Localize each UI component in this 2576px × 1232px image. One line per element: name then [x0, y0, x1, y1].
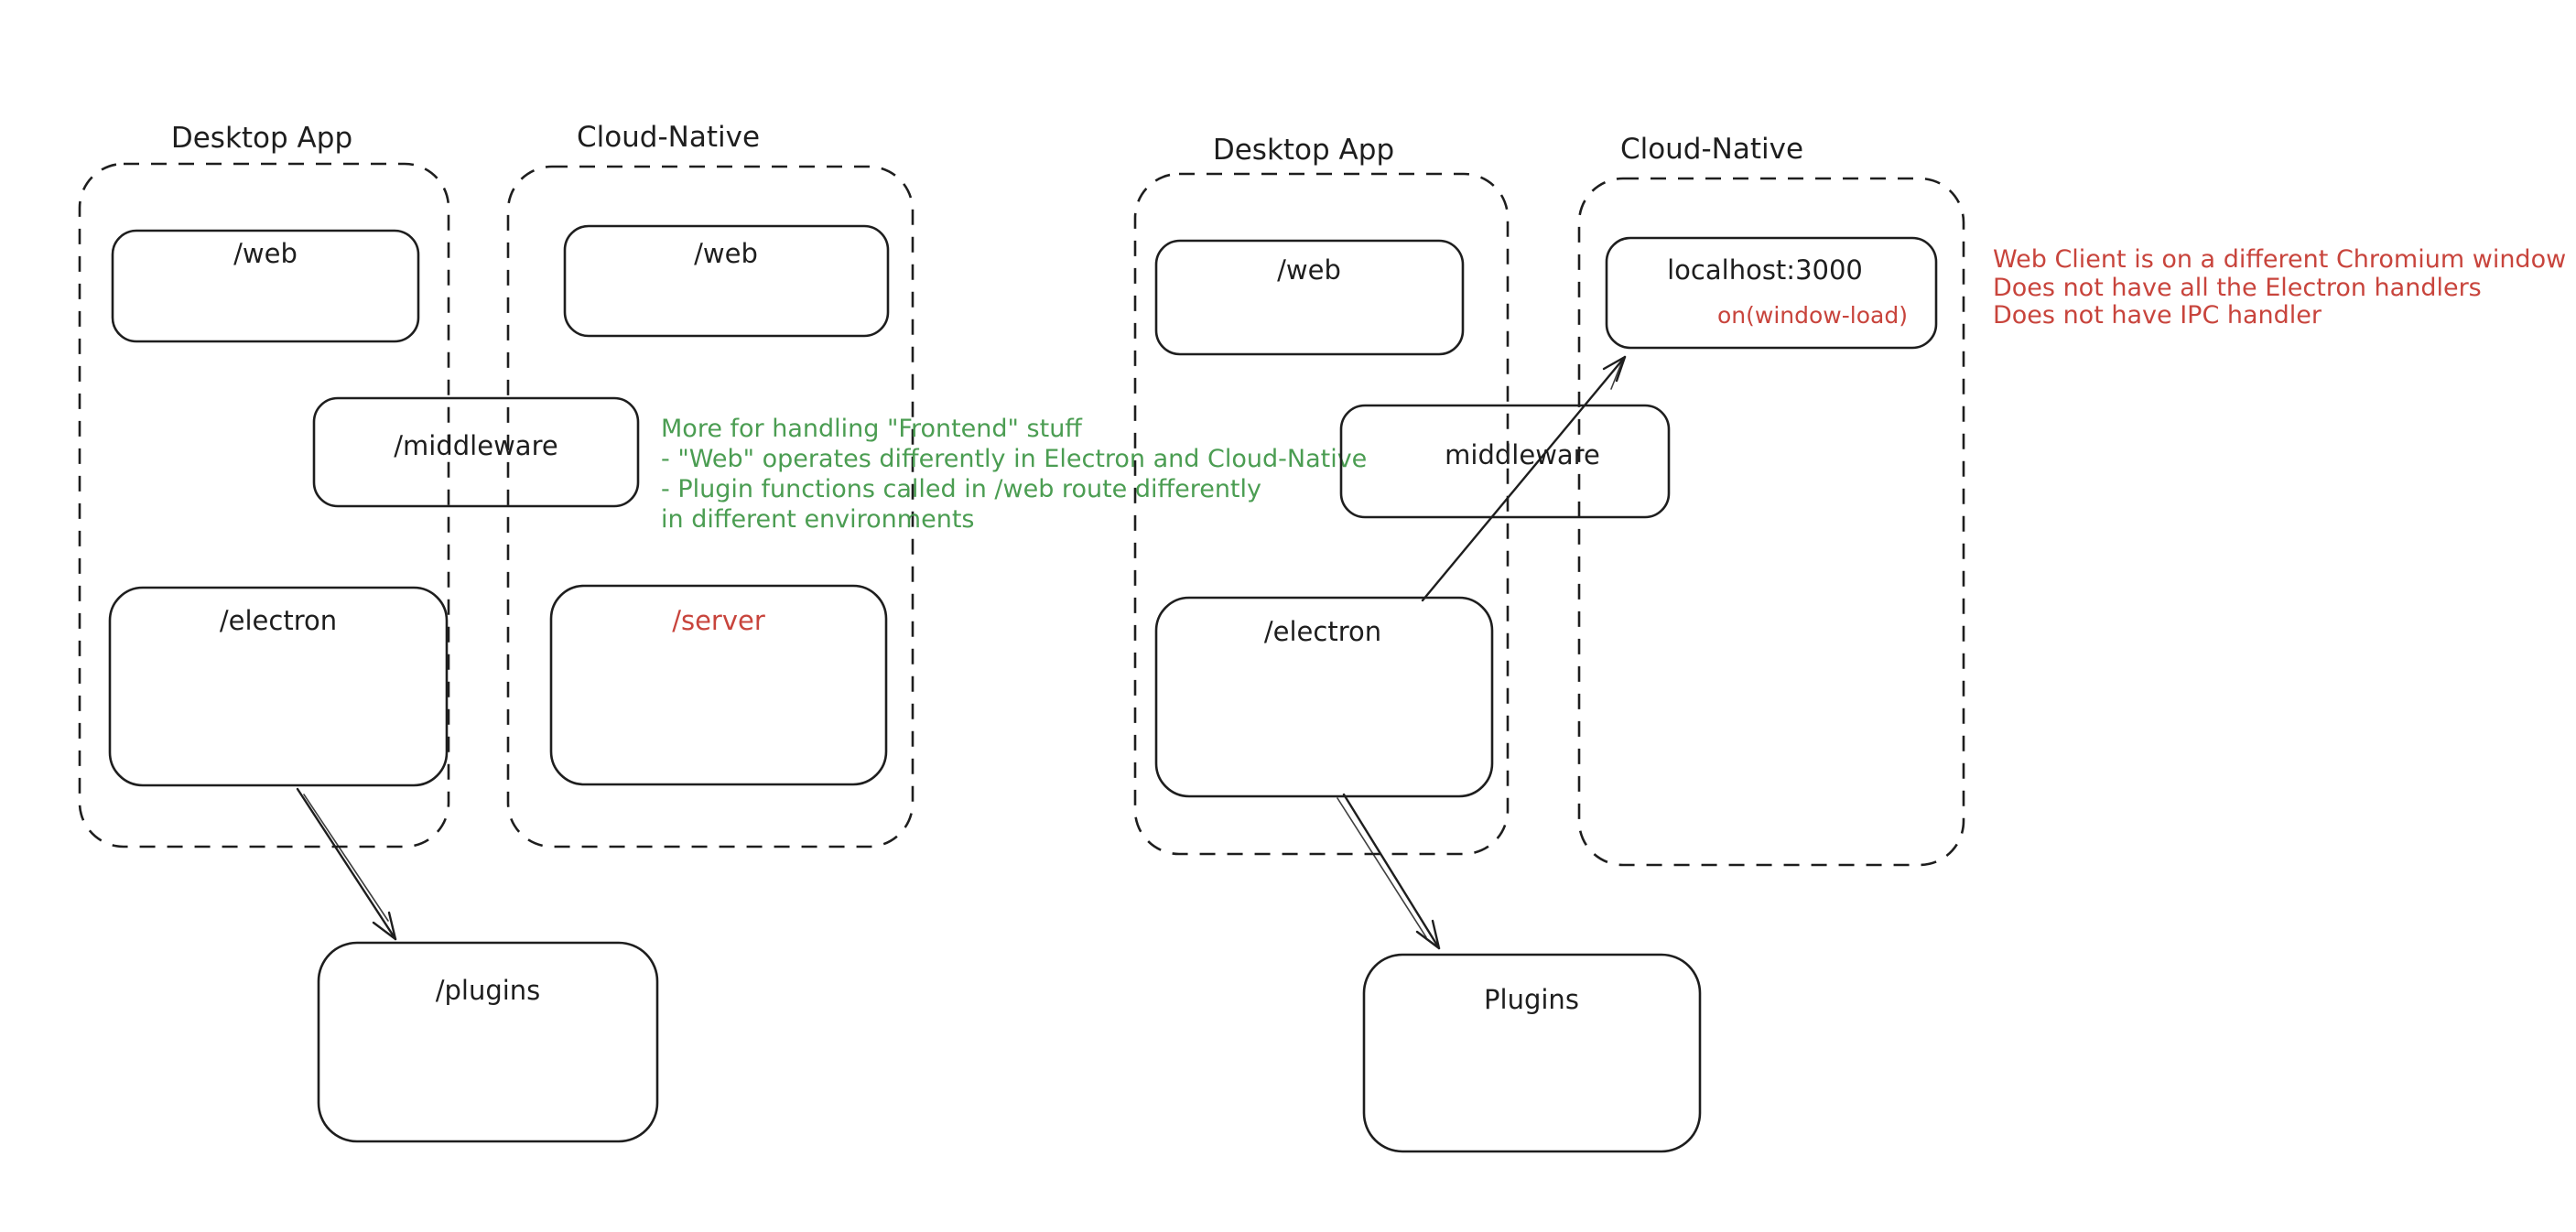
left-cloud-web-box [563, 224, 890, 338]
right-cloud-native-title: Cloud-Native [1620, 133, 1803, 166]
green-note-line-1: More for handling "Frontend" stuff [661, 415, 1083, 443]
green-note-line-4: in different environments [661, 505, 974, 534]
green-note-line-3: - Plugin functions called in /web route … [661, 475, 1261, 503]
red-note-line-2: Does not have all the Electron handlers [1993, 274, 2482, 302]
red-note-line-3: Does not have IPC handler [1993, 301, 2322, 330]
left-desktop-web-label: /web [233, 238, 298, 269]
right-red-note: Web Client is on a different Chromium wi… [1993, 245, 2566, 330]
left-cloud-native-title: Cloud-Native [577, 121, 760, 154]
right-arrow-electron-to-localhost [1421, 355, 1627, 602]
left-electron-label: /electron [220, 605, 337, 636]
right-desktop-web-box [1154, 239, 1465, 356]
left-arrow-electron-to-plugins [296, 787, 397, 941]
left-desktop-app-container [78, 162, 450, 848]
right-plugins-box [1362, 953, 1702, 1153]
right-desktop-app-title: Desktop App [1213, 134, 1394, 167]
right-electron-box [1154, 596, 1494, 798]
right-cloud-native-container [1577, 177, 1965, 867]
left-server-box [549, 584, 888, 786]
right-plugins-label: Plugins [1484, 984, 1579, 1015]
green-note-line-2: - "Web" operates differently in Electron… [661, 445, 1367, 473]
left-plugins-label: /plugins [436, 975, 541, 1006]
right-diagram: Desktop App Cloud-Native /web localhost:… [1133, 133, 2566, 1153]
left-desktop-app-title: Desktop App [171, 122, 352, 155]
right-localhost-label: localhost:3000 [1667, 254, 1863, 286]
left-middleware-label: /middleware [394, 430, 557, 461]
left-green-note: More for handling "Frontend" stuff - "We… [661, 415, 1367, 534]
right-middleware-box [1339, 404, 1671, 519]
right-on-window-load-label: on(window-load) [1717, 302, 1908, 329]
right-desktop-web-label: /web [1277, 254, 1341, 286]
left-cloud-web-label: /web [694, 238, 758, 269]
right-localhost-box [1605, 236, 1938, 350]
left-server-label: /server [672, 605, 765, 636]
right-electron-label: /electron [1264, 616, 1381, 647]
left-diagram: Desktop App Cloud-Native /web /web /midd… [78, 121, 1367, 1143]
left-electron-box [108, 586, 449, 787]
right-arrow-electron-to-plugins [1337, 793, 1441, 950]
left-desktop-web-box [111, 229, 420, 343]
left-middleware-box [312, 396, 640, 508]
right-desktop-app-container [1133, 172, 1510, 856]
left-plugins-box [317, 941, 659, 1143]
right-middleware-label: middleware [1445, 439, 1600, 470]
red-note-line-1: Web Client is on a different Chromium wi… [1993, 245, 2566, 274]
